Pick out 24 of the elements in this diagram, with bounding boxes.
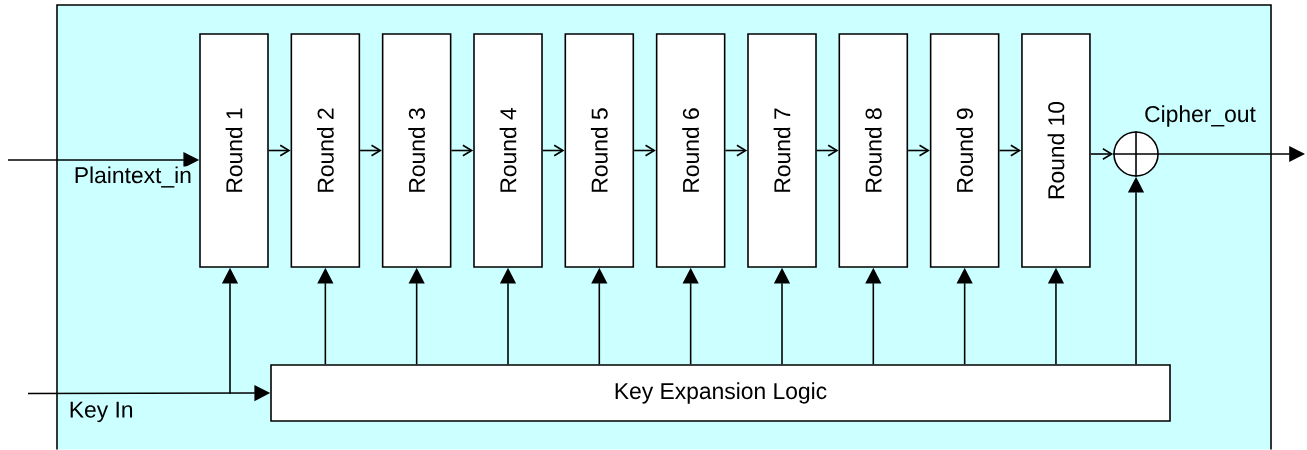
arrow: [542, 144, 565, 157]
round-box: Round 5: [564, 33, 635, 268]
round-box: Round 4: [473, 33, 543, 268]
arrow: [998, 144, 1022, 157]
logic-box: Key Expansion Logic: [270, 364, 1171, 422]
arrow: [633, 144, 656, 157]
round-box: Round 1: [199, 33, 269, 268]
arrow: [724, 144, 748, 157]
arrow: [907, 144, 930, 157]
round-box: Round 10: [1021, 33, 1091, 268]
round-box: Round 2: [290, 33, 361, 268]
round-box: Round 9: [929, 33, 1000, 268]
arrow: [268, 144, 291, 157]
arrow: [359, 144, 382, 157]
round-box: Round 3: [381, 33, 452, 268]
arrow: [1089, 147, 1114, 161]
edge-label: Plaintext_in: [73, 166, 192, 188]
xor-symbol: [1112, 130, 1160, 178]
round-box: Round 6: [655, 33, 726, 268]
arrow: [450, 144, 474, 157]
arrow: [816, 144, 839, 157]
round-box: Round 8: [838, 33, 909, 268]
edge-label: Cipher_out: [1145, 105, 1256, 127]
round-box: Round 7: [747, 33, 817, 268]
